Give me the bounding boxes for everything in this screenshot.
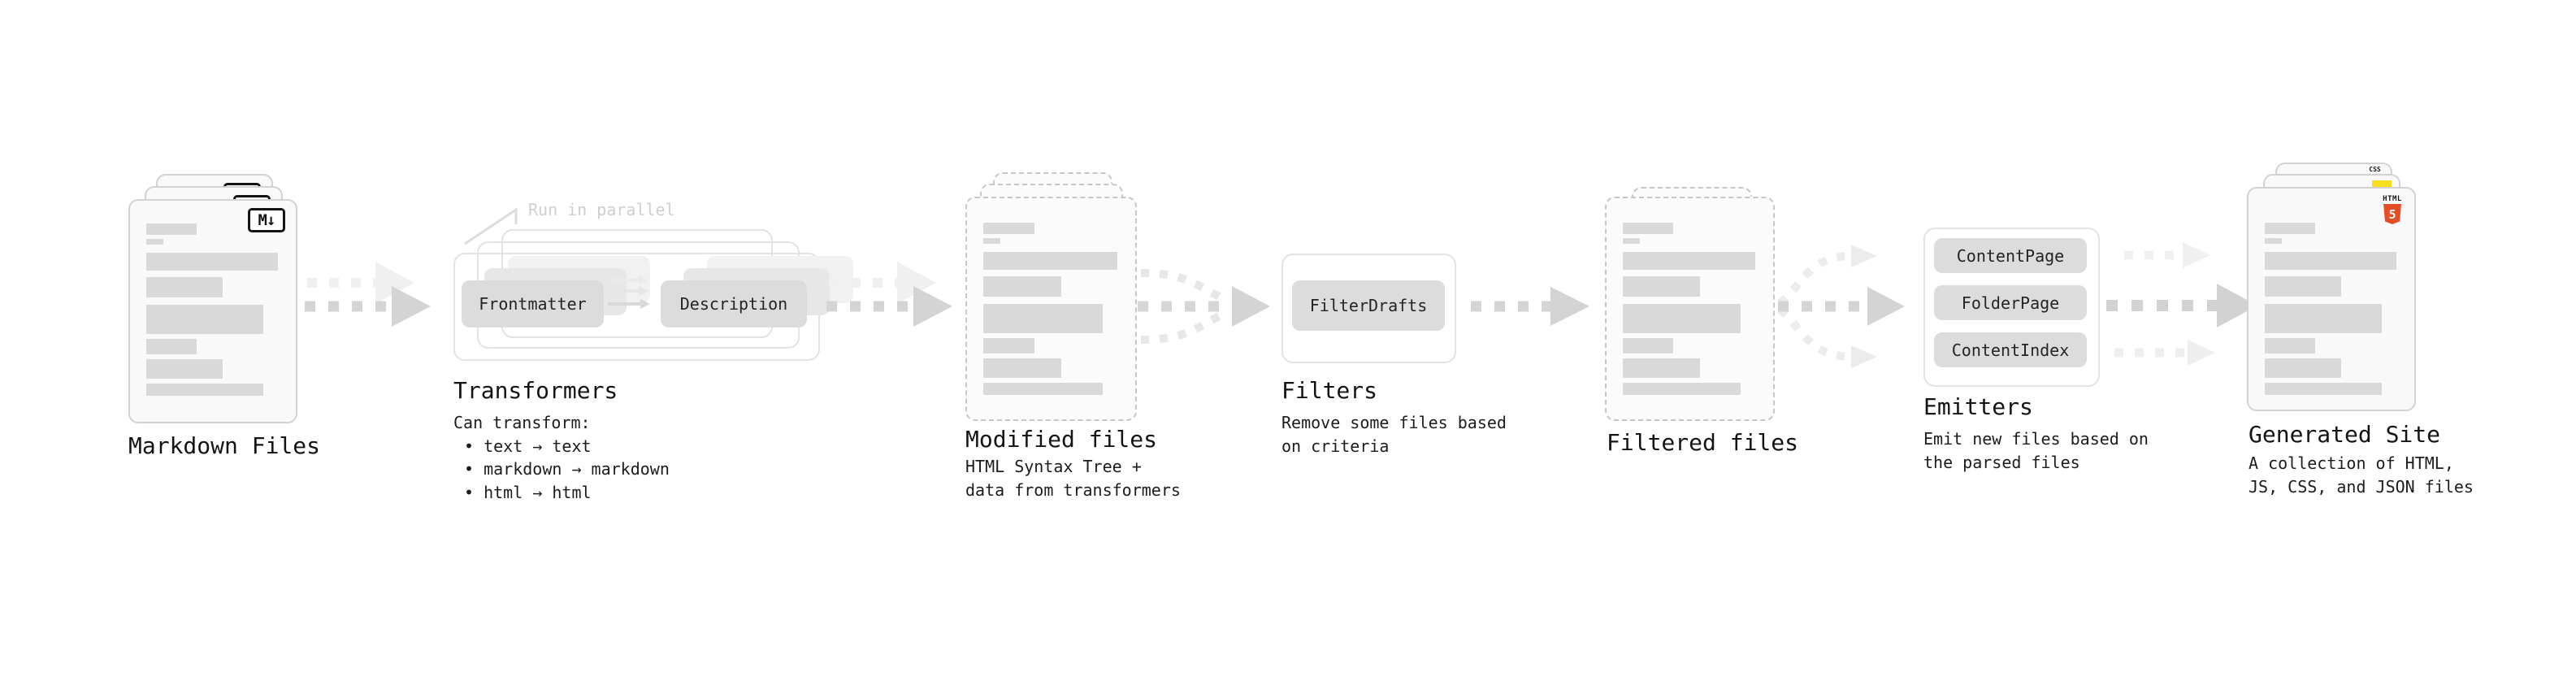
stage-label-generated-site: Generated Site — [2249, 421, 2441, 448]
flow-arrow-emitters-to-site — [2106, 242, 2257, 366]
doc-content-line — [983, 223, 1034, 234]
css-icon-label: CSS — [2369, 166, 2381, 173]
transformer-frontmatter-chip: Frontmatter — [462, 280, 604, 327]
stage-label-filters: Filters — [1281, 377, 1378, 404]
flow-arrow-filters-to-filtered — [1471, 287, 1589, 326]
filter-drafts-chip: FilterDrafts — [1292, 280, 1445, 331]
emitter-folderpage-chip: FolderPage — [1934, 285, 2087, 320]
flow-arrow-filtered-to-emitters — [1776, 245, 1905, 368]
doc-content-line — [2265, 358, 2341, 378]
doc-content-line — [2265, 276, 2341, 297]
doc-content-line — [146, 339, 197, 354]
doc-content-line — [146, 305, 264, 334]
document-card: M↓ — [128, 199, 297, 423]
doc-content-line — [1623, 358, 1700, 378]
stage-label-modified-files: Modified files — [965, 426, 1158, 453]
doc-content-line — [983, 383, 1103, 395]
note-line: • html → html — [464, 482, 592, 502]
doc-content-line — [1623, 304, 1741, 333]
html5-icon-label: HTML — [2383, 195, 2402, 203]
emitter-contentpage-chip: ContentPage — [1934, 238, 2087, 273]
doc-content-line — [2265, 383, 2383, 395]
doc-content-line — [983, 338, 1034, 354]
html5-icon-shield: 5 — [2383, 204, 2401, 224]
callout-line — [464, 207, 518, 245]
doc-content-line — [983, 238, 1001, 244]
note-line: • markdown → markdown — [464, 459, 670, 479]
flow-arrow-transformers-to-modified — [826, 262, 952, 327]
document-card: HTML 5 — [2247, 187, 2416, 411]
document-content — [2265, 223, 2396, 395]
doc-content-line — [1623, 338, 1673, 354]
note-line: HTML Syntax Tree + — [965, 457, 1142, 476]
doc-content-line — [146, 223, 197, 235]
doc-content-line — [983, 252, 1117, 270]
document-content — [146, 223, 278, 396]
doc-content-line — [1623, 238, 1641, 244]
note-line: • text → text — [464, 436, 592, 456]
doc-content-line — [1623, 276, 1700, 297]
document-card — [1605, 197, 1775, 421]
emitter-contentindex-chip: ContentIndex — [1934, 332, 2087, 367]
doc-content-line — [983, 358, 1061, 378]
stage-label-markdown-files: Markdown Files — [128, 432, 321, 459]
note-line: the parsed files — [1923, 452, 2080, 472]
generated-site-note: A collection of HTML, JS, CSS, and JSON … — [2249, 452, 2474, 498]
note-line: Emit new files based on — [1923, 429, 2149, 449]
document-content — [983, 223, 1117, 395]
js-icon — [2372, 180, 2392, 189]
doc-content-line — [983, 276, 1061, 297]
filters-note: Remove some files based on criteria — [1281, 411, 1507, 458]
note-line: Can transform: — [453, 413, 591, 432]
doc-content-line — [1623, 223, 1673, 234]
parallel-arrows-icon — [608, 275, 650, 309]
doc-content-line — [146, 253, 278, 271]
markdown-icon: M↓ — [248, 208, 285, 232]
doc-content-line — [1623, 383, 1741, 395]
doc-content-line — [983, 304, 1103, 333]
note-line: A collection of HTML, — [2249, 453, 2454, 473]
doc-content-line — [2265, 238, 2283, 244]
note-line: JS, CSS, and JSON files — [2249, 476, 2474, 497]
doc-content-line — [2265, 304, 2383, 333]
doc-content-line — [2265, 338, 2315, 354]
doc-content-line — [2265, 223, 2315, 234]
stage-label-filtered-files: Filtered files — [1607, 429, 1799, 456]
run-in-parallel-note: Run in parallel — [528, 200, 675, 219]
note-line: Remove some files based — [1281, 413, 1507, 432]
html5-icon: HTML 5 — [2382, 195, 2403, 224]
transformers-note: Can transform: • text → text • markdown … — [453, 411, 670, 504]
doc-content-line — [146, 239, 164, 245]
doc-content-line — [146, 384, 264, 396]
stage-label-emitters: Emitters — [1923, 393, 2033, 420]
transformer-description-chip: Description — [661, 280, 807, 327]
doc-content-line — [146, 359, 223, 379]
emitters-note: Emit new files based on the parsed files — [1923, 427, 2149, 474]
note-line: on criteria — [1281, 436, 1390, 456]
flow-arrow-modified-to-filters — [1138, 269, 1270, 344]
stage-label-transformers: Transformers — [453, 377, 618, 404]
doc-content-line — [1623, 252, 1755, 270]
doc-content-line — [146, 277, 223, 297]
doc-content-line — [2265, 252, 2396, 270]
document-content — [1623, 223, 1755, 395]
document-card — [965, 197, 1137, 421]
modified-files-note: HTML Syntax Tree + data from transformer… — [965, 455, 1181, 501]
note-line: data from transformers — [965, 479, 1181, 500]
flow-arrow-markdown-to-transformers — [305, 262, 431, 327]
